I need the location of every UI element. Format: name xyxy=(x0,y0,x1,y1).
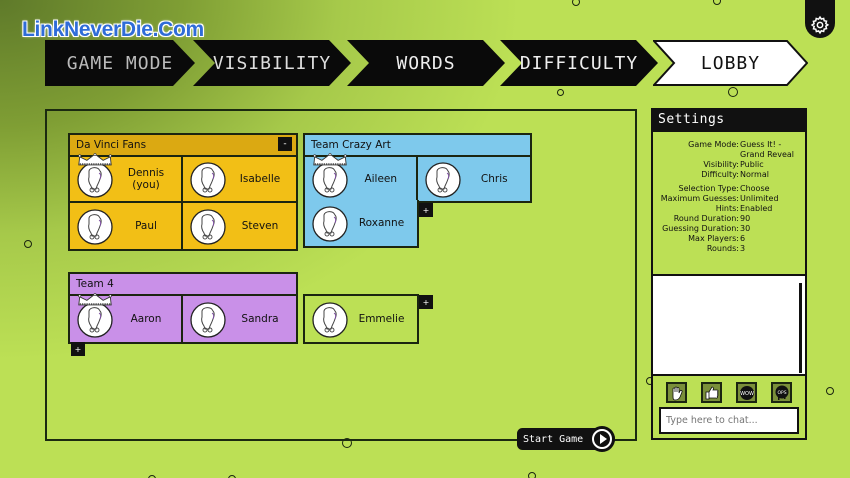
settings-panel: Settings Game Mode: Guess It! -Grand Rev… xyxy=(651,108,807,440)
player-name: Paul xyxy=(135,220,157,232)
team-header: Team Crazy Art xyxy=(305,135,530,157)
chat-log xyxy=(653,274,805,376)
unassigned-player: Emmelie xyxy=(303,294,419,344)
team-da-vinci-fans: Da Vinci Fans - Dennis (you) Isabelle Pa… xyxy=(68,133,298,251)
player-slot[interactable]: Aileen xyxy=(305,157,418,203)
decor-circle xyxy=(342,438,352,448)
wave-emote-button[interactable] xyxy=(666,382,687,403)
team-4: Team 4 Aaron Sandra xyxy=(68,272,298,344)
start-game-button[interactable]: Start Game xyxy=(517,426,616,452)
settings-gear-button[interactable] xyxy=(805,0,835,38)
player-slot[interactable]: Emmelie xyxy=(305,296,417,342)
player-slot[interactable]: Sandra xyxy=(183,296,296,342)
play-icon xyxy=(589,426,616,452)
add-player-button[interactable]: + xyxy=(419,203,433,217)
setting-max-guesses: Maximum Guesses:Unlimited xyxy=(660,194,779,203)
team-name: Team 4 xyxy=(76,278,114,290)
setting-max-players: Max Players:6 xyxy=(688,234,746,243)
step-visibility[interactable]: Visibility xyxy=(193,40,351,86)
step-game-mode[interactable]: Game Mode xyxy=(45,40,195,86)
gear-icon xyxy=(810,15,830,35)
decor-circle xyxy=(713,0,721,5)
player-slot[interactable]: Chris xyxy=(417,157,530,203)
player-slot[interactable]: Paul xyxy=(70,203,183,249)
team-name: Team Crazy Art xyxy=(311,139,391,151)
setting-guessing-duration: Guessing Duration:30 xyxy=(662,224,751,233)
decor-circle xyxy=(24,240,32,248)
wizard-steps: Game Mode Visibility Words Difficulty Lo… xyxy=(45,40,815,86)
wave-hand-icon xyxy=(672,386,682,400)
avatar-icon xyxy=(75,206,115,246)
crown-icon xyxy=(312,153,348,166)
watermark: LinkNeverDie.Com xyxy=(22,18,204,41)
decor-circle xyxy=(728,87,738,97)
thumbs-up-icon xyxy=(705,386,718,399)
decor-circle xyxy=(826,387,834,395)
avatar-icon xyxy=(188,159,228,199)
wow-burst-icon: WOW xyxy=(739,385,754,400)
crown-icon xyxy=(77,153,113,166)
emote-bar: WOW OPS xyxy=(653,382,805,403)
setting-hints: Hints:Enabled xyxy=(715,204,773,213)
player-name: Emmelie xyxy=(358,313,405,325)
step-words[interactable]: Words xyxy=(347,40,505,86)
player-name: Sandra xyxy=(241,313,279,325)
setting-rounds: Rounds:3 xyxy=(706,244,746,253)
lobby-panel xyxy=(45,109,637,441)
team-header: Team 4 xyxy=(70,274,296,296)
team-crazy-art-row2: Roxanne xyxy=(303,200,419,248)
setting-selection-type: Selection Type:Choose xyxy=(678,184,770,193)
crown-icon xyxy=(77,293,113,306)
setting-round-duration: Round Duration:90 xyxy=(673,214,751,223)
decor-circle xyxy=(228,475,236,478)
team-name: Da Vinci Fans xyxy=(76,139,147,151)
player-name: Roxanne xyxy=(358,217,405,229)
start-game-label: Start Game xyxy=(523,433,584,445)
add-player-button[interactable]: + xyxy=(71,342,85,356)
thumbs-up-emote-button[interactable] xyxy=(701,382,722,403)
setting-visibility: Visibility:Public xyxy=(703,160,764,169)
oops-splat-icon: OPS xyxy=(775,385,788,400)
player-slot[interactable]: Aaron xyxy=(70,296,183,342)
svg-text:OPS: OPS xyxy=(777,390,786,396)
chat-input[interactable] xyxy=(659,407,799,434)
oops-emote-button[interactable]: OPS xyxy=(771,382,792,403)
wow-emote-button[interactable]: WOW xyxy=(736,382,757,403)
player-name: Dennis (you) xyxy=(127,167,165,191)
player-slot[interactable]: Dennis (you) xyxy=(70,157,183,203)
player-name: Isabelle xyxy=(239,173,281,185)
decor-circle xyxy=(557,89,564,96)
decor-circle xyxy=(572,0,580,6)
svg-text:WOW: WOW xyxy=(740,391,754,397)
step-lobby[interactable]: Lobby xyxy=(653,40,808,86)
settings-list: Game Mode: Guess It! -Grand Reveal Visib… xyxy=(653,132,805,254)
player-slot[interactable]: Roxanne xyxy=(305,200,417,246)
player-name: Chris xyxy=(480,173,508,185)
player-slot[interactable]: Steven xyxy=(183,203,296,249)
create-team-button[interactable]: + xyxy=(419,295,433,309)
chat-scrollbar[interactable] xyxy=(799,283,802,373)
avatar-icon xyxy=(188,299,228,339)
team-header: Da Vinci Fans - xyxy=(70,135,296,157)
player-name: Aaron xyxy=(130,313,162,325)
team-crazy-art: Team Crazy Art Aileen Chris xyxy=(303,133,532,203)
step-difficulty[interactable]: Difficulty xyxy=(500,40,658,86)
player-slot[interactable]: Isabelle xyxy=(183,157,296,203)
remove-team-button[interactable]: - xyxy=(278,137,292,151)
avatar-icon xyxy=(188,206,228,246)
player-name: Steven xyxy=(241,220,279,232)
avatar-icon xyxy=(423,159,463,199)
player-name: Aileen xyxy=(364,173,398,185)
settings-title: Settings xyxy=(653,110,805,132)
avatar-icon xyxy=(310,299,350,339)
setting-difficulty: Difficulty:Normal xyxy=(701,170,769,179)
decor-circle xyxy=(148,475,156,478)
decor-circle xyxy=(528,472,536,478)
setting-game-mode: Game Mode: Guess It! -Grand Reveal xyxy=(688,140,794,159)
avatar-icon xyxy=(310,203,350,243)
